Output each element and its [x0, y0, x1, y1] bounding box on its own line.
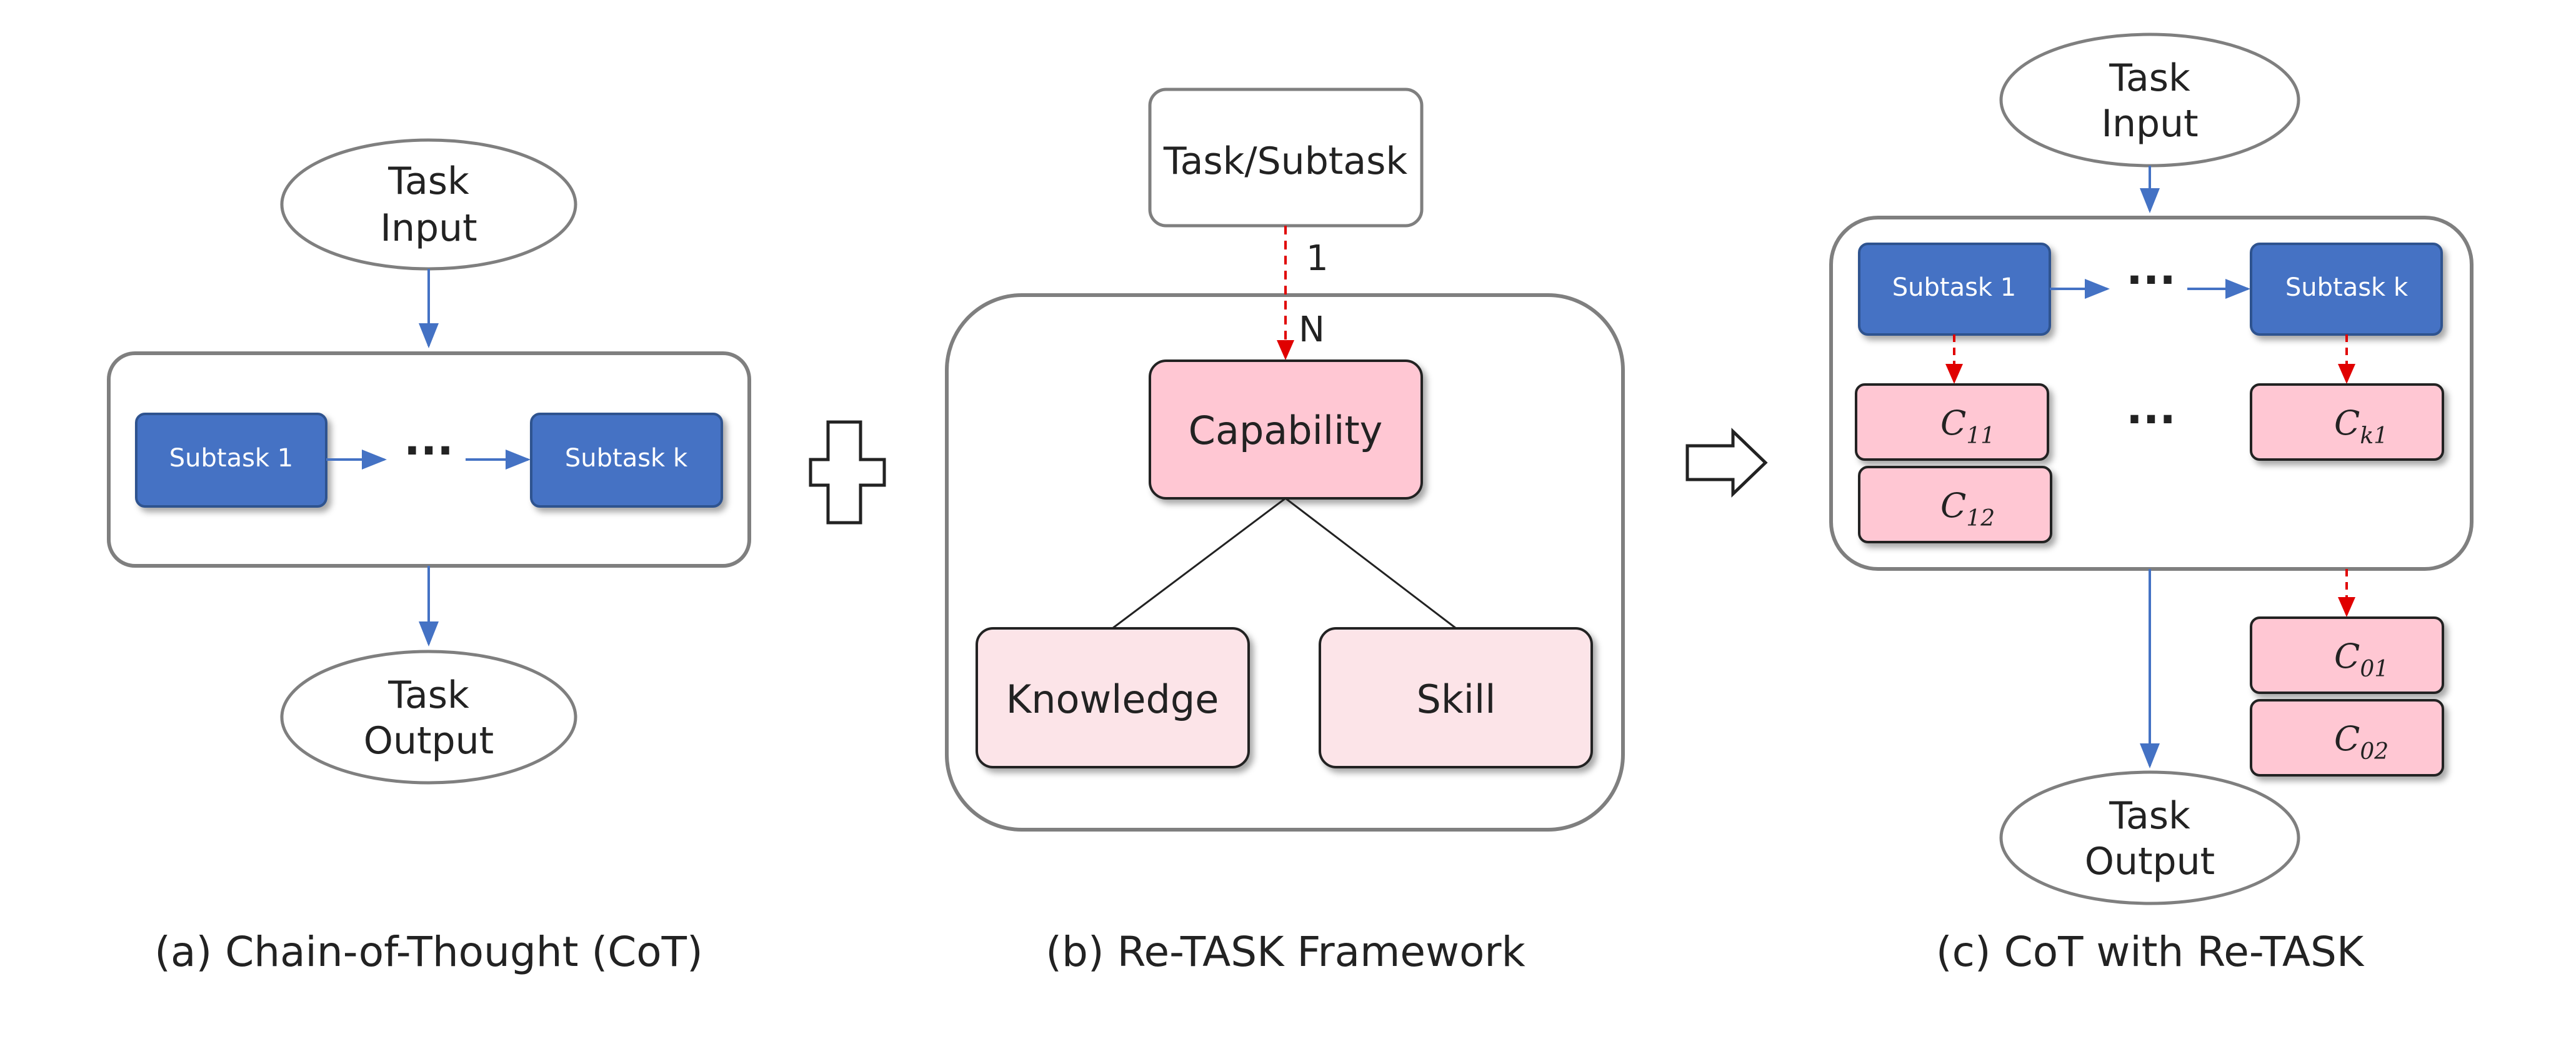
ellipsis: ···: [404, 425, 454, 476]
ellipsis-mid-c: ···: [2126, 394, 2176, 445]
caption-c: (c) CoT with Re-TASK: [1936, 928, 2365, 976]
task-subtask-label: Task/Subtask: [1163, 139, 1407, 183]
subtask-k-label: Subtask k: [565, 444, 688, 473]
task-input-c-line2: Input: [2101, 102, 2198, 146]
ellipsis-top-c: ···: [2126, 254, 2176, 306]
task-output-c-line1: Task: [2109, 794, 2190, 838]
arrow-right-icon: [1685, 428, 1768, 498]
capability-knowledge-edge: [1112, 497, 1286, 630]
plus-icon: [809, 420, 886, 525]
task-input-c-line1: Task: [2109, 56, 2190, 100]
panel-b: Task/Subtask 1 N Capability Knowledge Sk…: [945, 88, 1625, 976]
capability-c11-label: C11: [1940, 403, 1995, 449]
caption-a: (a) Chain-of-Thought (CoT): [154, 928, 702, 976]
capability-c02-label: C02: [2334, 719, 2389, 765]
capability-ck1-label: Ck1: [2334, 403, 2388, 449]
task-output-node-c: [1999, 770, 2300, 905]
skill-label: Skill: [1417, 676, 1496, 722]
task-output-label-line1: Task: [387, 673, 469, 717]
cardinality-many-label: N: [1299, 309, 1325, 350]
capability-label: Capability: [1189, 408, 1383, 453]
cardinality-one-label: 1: [1306, 238, 1329, 279]
capability-skill-edge: [1285, 497, 1457, 630]
task-output-node: [280, 650, 577, 785]
caption-b: (b) Re-TASK Framework: [1046, 928, 1525, 976]
knowledge-label: Knowledge: [1006, 676, 1219, 722]
capability-c12-box: [1858, 466, 2052, 543]
task-output-label-line2: Output: [364, 719, 494, 763]
capability-c01-label: C01: [2334, 636, 2389, 682]
subtask-1-label: Subtask 1: [169, 444, 294, 473]
panel-a: Task Input Subtask 1 ··· Subtask k Task …: [107, 138, 751, 976]
capability-ck1-box: [2250, 383, 2444, 461]
task-input-label-line1: Task: [387, 159, 469, 203]
panel-c: Task Input Subtask 1 ··· Subtask k C11 C…: [1829, 33, 2474, 976]
capability-c01-box: [2250, 616, 2444, 694]
subtask-1-label-c: Subtask 1: [1892, 273, 2017, 302]
task-output-c-line2: Output: [2085, 840, 2215, 883]
capability-c11-box: [1855, 383, 2049, 461]
skill-box: [1319, 627, 1593, 768]
capability-c02-box: [2250, 699, 2444, 777]
task-input-label-line2: Input: [380, 206, 477, 250]
capability-c12-label: C12: [1940, 486, 1995, 531]
task-input-node-c: [1999, 33, 2300, 168]
knowledge-box: [976, 627, 1250, 768]
subtask-k-label-c: Subtask k: [2285, 273, 2409, 302]
subtask-k-box: [530, 413, 723, 508]
